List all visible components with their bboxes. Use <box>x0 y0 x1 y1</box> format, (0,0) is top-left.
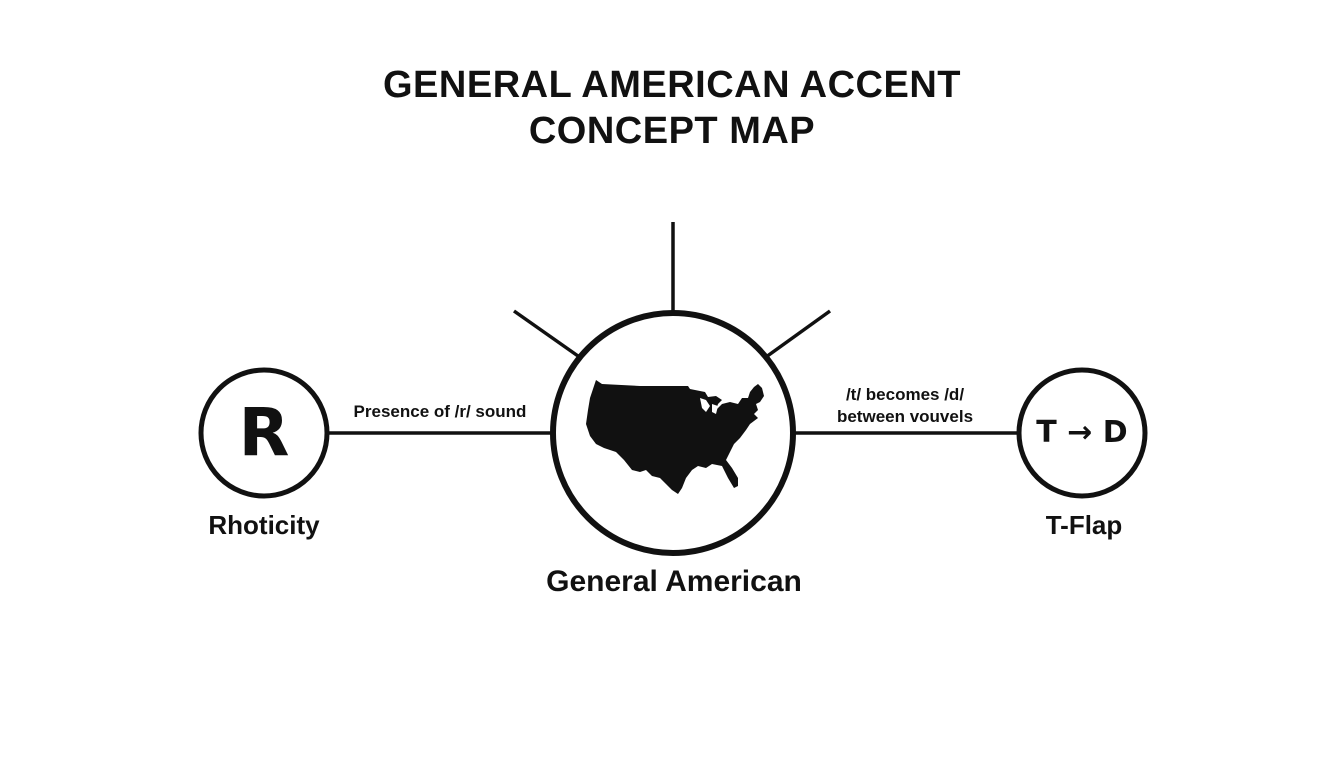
edge-label-rhoticity: Presence of /r/ sound <box>353 402 527 421</box>
edge-label-t-flap: /t/ becomes /d/ between vouvels <box>800 384 1010 428</box>
spoke-upper-left <box>512 309 580 358</box>
r-letter-icon: R <box>238 394 290 471</box>
title-line-1: GENERAL AMERICAN ACCENT <box>383 64 961 106</box>
spoke-upper-right <box>764 309 832 359</box>
diagram-title: GENERAL AMERICAN ACCENT CONCEPT MAP <box>0 62 1344 154</box>
usa-map-icon <box>586 380 764 494</box>
t-flap-node-circle <box>1016 367 1148 499</box>
edge-label-t-flap-line-2: between vouvels <box>836 407 974 426</box>
edge-label-t-flap-line-1: /t/ becomes /d/ <box>845 385 965 404</box>
t-to-d-icon: T → D <box>1036 415 1128 450</box>
center-node-label: General American <box>546 565 802 598</box>
rhoticity-node-circle <box>198 367 330 499</box>
title-line-2: CONCEPT MAP <box>528 110 816 152</box>
great-lakes-shape <box>700 398 718 414</box>
t-flap-label: T-Flap <box>1045 510 1123 540</box>
rhoticity-label: Rhoticity <box>208 510 320 540</box>
